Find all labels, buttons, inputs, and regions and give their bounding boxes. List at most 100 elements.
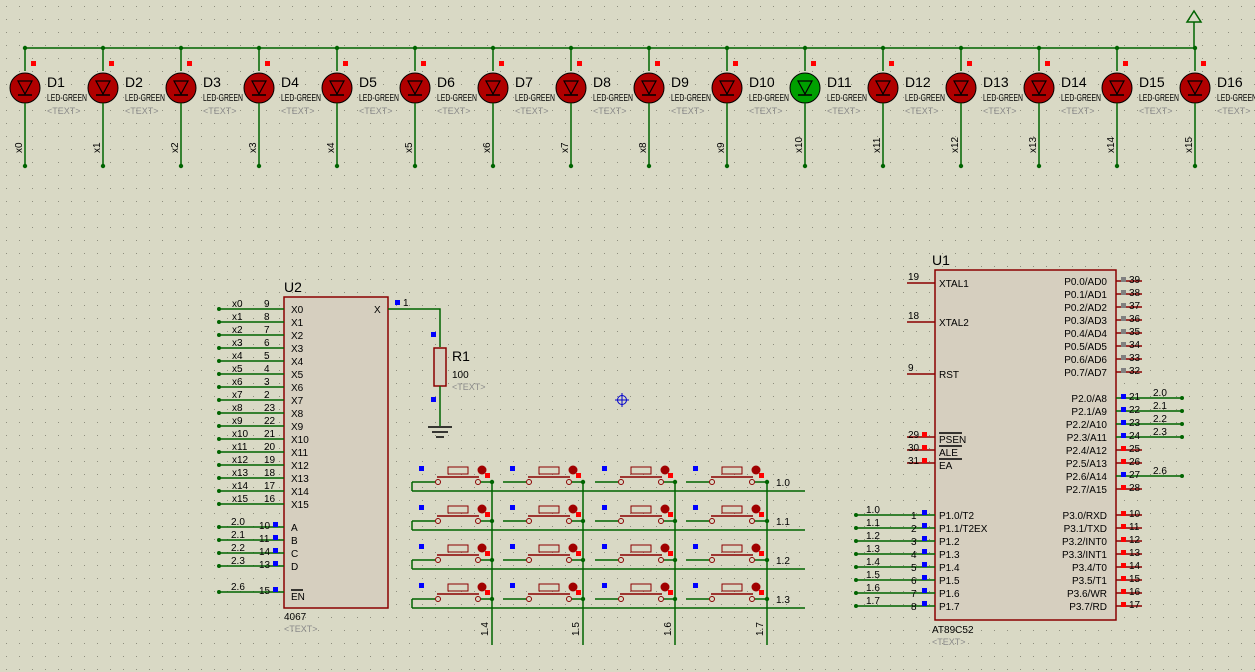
keypad-button-r2-c1[interactable]: [412, 504, 495, 524]
keypad-button-r1-c2[interactable]: [503, 465, 586, 485]
keypad-button-r4-c3[interactable]: [595, 582, 678, 602]
keypad-button-r1-c1[interactable]: [412, 465, 495, 485]
keypad-button-r3-c3[interactable]: [595, 543, 678, 563]
led-body[interactable]: [477, 72, 509, 104]
keypad-button-r3-c4[interactable]: [686, 543, 770, 563]
keypad-button-r1-c4[interactable]: [686, 465, 770, 485]
led-body[interactable]: [1179, 72, 1211, 104]
keypad-button-r4-c2[interactable]: [503, 582, 586, 602]
led-body[interactable]: [867, 72, 899, 104]
led-body[interactable]: [9, 72, 41, 104]
keypad-button-r2-c4[interactable]: [686, 504, 770, 524]
led-body[interactable]: [1101, 72, 1133, 104]
u1-body[interactable]: [934, 269, 1117, 621]
keypad-button-r4-c1[interactable]: [412, 582, 495, 602]
led-body[interactable]: [321, 72, 353, 104]
keypad-button-r3-c2[interactable]: [503, 543, 586, 563]
led-body[interactable]: [945, 72, 977, 104]
keypad-button-r3-c1[interactable]: [412, 543, 495, 563]
led-body[interactable]: [87, 72, 119, 104]
led-body[interactable]: [165, 72, 197, 104]
led-body[interactable]: [1023, 72, 1055, 104]
led-body[interactable]: [555, 72, 587, 104]
u2-body[interactable]: [283, 296, 389, 609]
led-body[interactable]: [243, 72, 275, 104]
keypad-button-r2-c2[interactable]: [503, 504, 586, 524]
led-body[interactable]: [633, 72, 665, 104]
keypad-button-r4-c4[interactable]: [686, 582, 770, 602]
keypad-button-r2-c3[interactable]: [595, 504, 678, 524]
r1-resistor[interactable]: R1 100 <TEXT>: [388, 300, 486, 426]
led-body[interactable]: [789, 72, 821, 104]
led-body[interactable]: [711, 72, 743, 104]
keypad-button-r1-c3[interactable]: [595, 465, 678, 485]
